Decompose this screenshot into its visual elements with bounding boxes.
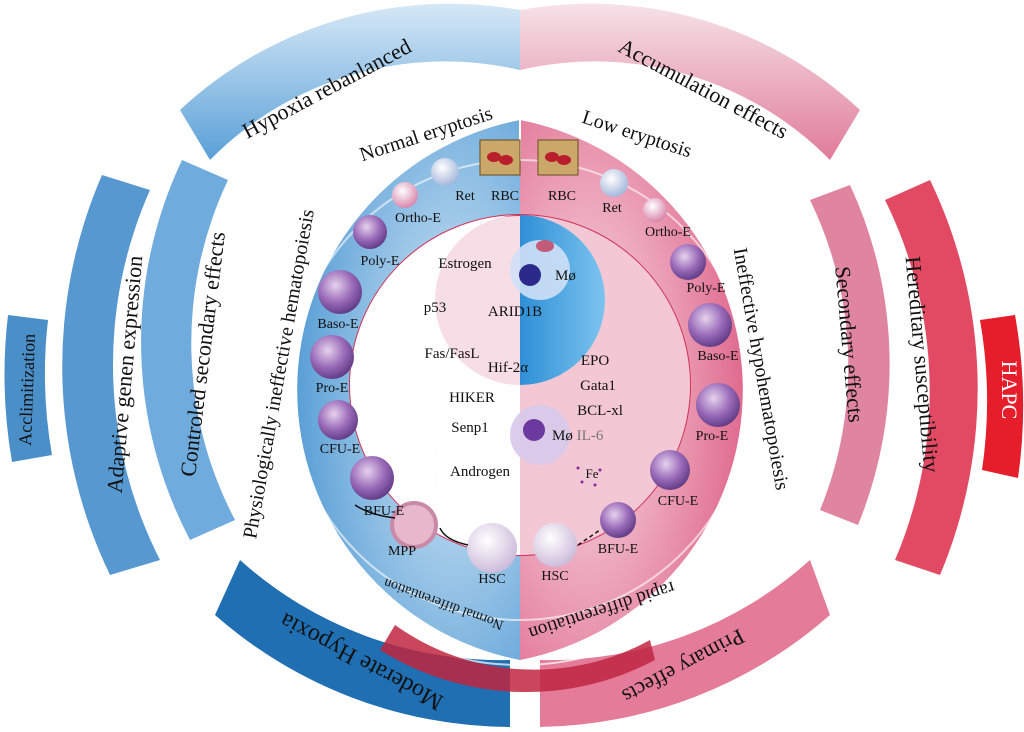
label-hif: Hif-2α	[488, 360, 528, 376]
label-fas: Fas/FasL	[424, 346, 479, 362]
left-label-cfu: CFU-E	[320, 442, 360, 457]
label-hapc: HAPC	[997, 361, 1022, 420]
left-ret-icon	[431, 158, 459, 186]
band-hypoxia-rebalanced	[180, 3, 520, 160]
band-hereditary-susceptibility	[885, 180, 978, 575]
band-acclimatization	[4, 315, 52, 462]
label-hiker: HIKER	[449, 390, 495, 406]
right-label-pro: Pro-E	[696, 429, 729, 444]
label-arid1b: ARID1B	[488, 304, 542, 320]
left-label-poly: Poly-E	[361, 254, 400, 269]
left-label-mpp: MPP	[388, 544, 416, 559]
left-label-ortho: Ortho-E	[395, 211, 441, 226]
arrow-mpp-to-bfu	[354, 504, 396, 519]
label-gata1: Gata1	[580, 378, 616, 394]
left-label-bfu: BFU-E	[364, 504, 404, 519]
left-label-rbc: RBC	[491, 189, 519, 204]
band-adaptive-gene	[62, 175, 160, 575]
left-pro-icon	[310, 335, 354, 379]
band-primary-effects	[540, 560, 830, 727]
band-controlled-secondary	[141, 160, 235, 540]
right-bfu-icon	[600, 502, 636, 538]
right-poly-icon	[670, 244, 706, 280]
right-baso-icon	[688, 303, 732, 347]
left-baso-icon	[318, 270, 362, 314]
left-label-hsc: HSC	[478, 572, 505, 587]
left-mpp-icon	[390, 501, 438, 549]
right-cfu-icon	[650, 450, 690, 490]
label-mo-bottom: Mø	[552, 428, 573, 444]
label-androgen: Androgen	[450, 464, 510, 480]
rapid-diff-band	[380, 625, 655, 693]
right-label-hsc: HSC	[541, 569, 568, 584]
band-accumulation-effects	[520, 3, 860, 160]
left-poly-icon	[353, 215, 387, 249]
label-bclxl: BCL-xl	[577, 403, 623, 419]
band-moderate-hypoxia	[215, 560, 510, 727]
label-il6: IL-6	[577, 428, 604, 444]
left-label-pro: Pro-E	[316, 381, 349, 396]
right-label-ret: Ret	[602, 201, 622, 216]
right-ret-icon	[600, 169, 628, 197]
band-hapc	[980, 315, 1024, 478]
left-bfu-icon	[350, 456, 394, 500]
right-pro-icon	[696, 383, 740, 427]
arrow-hsc-to-bfu-right	[577, 529, 601, 546]
right-ortho-icon	[643, 198, 667, 222]
label-estrogen: Estrogen	[438, 256, 492, 272]
right-rbc-icon	[537, 139, 579, 176]
right-label-cfu: CFU-E	[658, 494, 698, 509]
left-rbc-icon	[479, 139, 521, 176]
macrophage-bottom	[510, 405, 570, 465]
left-ortho-icon	[392, 182, 418, 208]
right-label-bfu: BFU-E	[598, 542, 638, 557]
label-mo-top: Mø	[555, 268, 576, 284]
right-cells	[533, 139, 740, 567]
left-label-baso: Baso-E	[317, 317, 358, 332]
arrow-hsc-to-mpp	[439, 527, 469, 546]
label-p53: p53	[424, 300, 447, 316]
left-label-ret: Ret	[455, 189, 475, 204]
label-fe: Fe	[586, 466, 599, 481]
left-cells	[310, 139, 521, 573]
left-hsc-icon	[467, 523, 517, 573]
macrophage-top	[510, 240, 570, 300]
iron-particles	[576, 463, 602, 487]
left-cfu-icon	[318, 400, 358, 440]
right-label-ortho: Ortho-E	[645, 225, 691, 240]
right-hsc-icon	[533, 523, 577, 567]
label-acclimatization: Acclimitization	[15, 333, 39, 446]
right-label-baso: Baso-E	[697, 349, 738, 364]
label-epo: EPO	[581, 353, 610, 369]
right-label-rbc: RBC	[548, 189, 576, 204]
band-secondary-effects	[810, 185, 890, 525]
label-senp1: Senp1	[451, 420, 489, 436]
right-label-poly: Poly-E	[687, 281, 726, 296]
